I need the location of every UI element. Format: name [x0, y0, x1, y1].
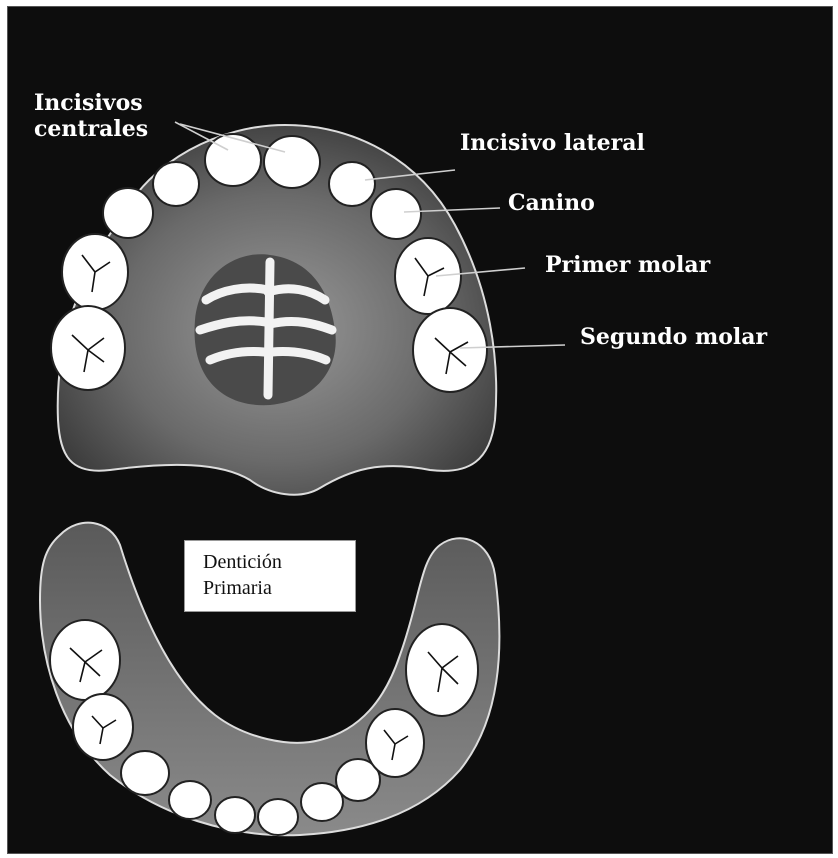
label-primer-molar: Primer molar — [545, 252, 710, 278]
caption-line1: Dentición — [203, 549, 355, 575]
label-incisivo-lateral: Incisivo lateral — [460, 130, 645, 156]
label-incisivos-line1: Incisivos — [34, 90, 143, 116]
caption-box: Dentición Primaria — [184, 540, 356, 612]
label-incisivos-line2: centrales — [34, 116, 148, 142]
upper-lateral-incisor-right — [329, 162, 375, 206]
caption-line2: Primaria — [203, 575, 355, 601]
upper-lateral-incisor-left — [153, 162, 199, 206]
lower-canine-left — [121, 751, 169, 795]
lower-second-molar-left — [50, 620, 120, 700]
lower-lateral-incisor-right — [301, 783, 343, 821]
upper-central-incisor-right — [264, 136, 320, 188]
upper-arch — [51, 122, 565, 495]
upper-second-molar-right — [413, 308, 487, 392]
upper-canine-left — [103, 188, 153, 238]
lower-central-incisor-left — [215, 797, 255, 833]
label-canino: Canino — [508, 190, 595, 216]
upper-second-molar-left — [51, 306, 125, 390]
lower-central-incisor-right — [258, 799, 298, 835]
label-incisivos-centrales: Incisivos centrales — [34, 90, 148, 142]
upper-canine-right — [371, 189, 421, 239]
label-segundo-molar: Segundo molar — [580, 324, 767, 350]
lower-lateral-incisor-left — [169, 781, 211, 819]
